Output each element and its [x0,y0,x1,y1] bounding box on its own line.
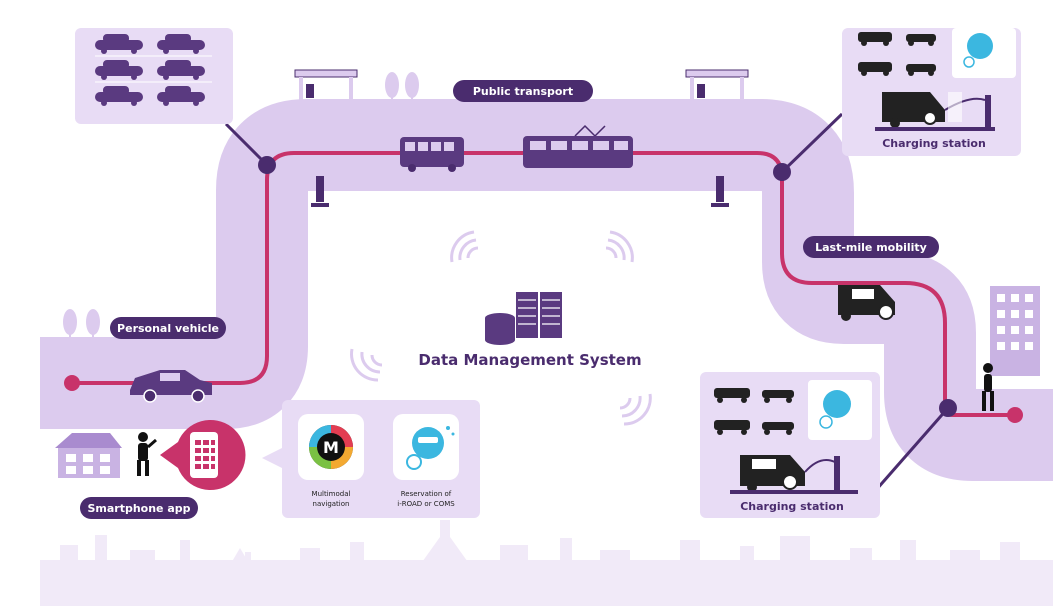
charging-panel-top: Charging station [842,28,1021,156]
ev-fleet-bottom [714,388,794,435]
smartphone-app-label: Smartphone app [87,502,190,515]
bus-shelter-right-icon [683,69,751,112]
bus-shelter-left-icon [292,69,360,112]
personal-vehicle-pill: Personal vehicle [110,317,226,339]
charger-post-bottom [834,456,840,492]
city-skyline [40,520,1053,606]
reservation-badge-top [967,33,993,59]
app-panel: M Multimodal navigation Reservation of i… [262,400,480,518]
trees-left-icon [63,309,100,346]
node-charging-top [773,163,791,181]
left-margin [0,0,38,606]
multimodal-line1: Multimodal [312,490,351,498]
route-line [72,151,1015,417]
reservation-line2: i-ROAD or COMS [397,500,455,508]
signal-wave-top-right [605,230,634,263]
data-management-label: Data Management System [418,351,641,369]
charging-car-bottom [740,455,805,492]
reservation-app-icon [406,426,455,470]
charger-post-top [985,95,991,127]
reservation-line1: Reservation of [401,490,452,498]
road-band [40,99,1053,481]
house-icon [55,433,122,478]
charging-car-top [882,92,945,128]
charging-panel-bottom: Charging station [700,372,880,518]
server-rack-icon [516,292,562,338]
multimodal-line2: navigation [313,500,350,508]
data-management-system: Data Management System [418,292,642,369]
tram-icon [523,124,633,168]
connector-charging-bottom [874,407,950,491]
node-parking [258,156,276,174]
last-mile-vehicle-icon [838,285,895,321]
database-icon [485,313,515,345]
multimodal-app-icon: M [309,425,353,469]
connector-parking [224,122,269,167]
last-mile-label: Last-mile mobility [815,241,927,254]
smartphone-icon [190,432,218,478]
public-transport-pill: Public transport [453,80,593,102]
ev-fleet-top [858,32,936,76]
signal-waves [350,230,652,426]
node-start [64,375,80,391]
node-end [1007,407,1023,423]
parking-panel [75,28,233,124]
smartphone-app-pill: Smartphone app [80,497,198,519]
bus-stop-left-icon [311,176,329,207]
charging-station-top-label: Charging station [882,137,986,150]
signal-wave-top-left [450,230,479,263]
personal-vehicle-label: Personal vehicle [117,322,219,335]
charging-station-bottom-label: Charging station [740,500,844,513]
connector-charging-top [780,112,844,174]
reservation-badge-bottom [823,390,851,418]
last-mile-pill: Last-mile mobility [803,236,939,258]
office-building-icon [990,286,1040,376]
person-with-phone-icon [137,432,157,476]
signal-wave-bottom-left [350,348,383,382]
node-last-mile [939,399,957,417]
bus-stop-right-icon [711,176,729,207]
phone-bubble [160,420,246,490]
bus-icon [400,137,464,172]
personal-car-icon [130,370,212,403]
parked-cars [95,34,205,106]
public-transport-label: Public transport [473,85,573,98]
trees-icon [385,72,419,109]
signal-wave-bottom-right [619,393,652,426]
pedestrian-icon [982,363,994,411]
app-icon-letter: M [323,438,339,457]
